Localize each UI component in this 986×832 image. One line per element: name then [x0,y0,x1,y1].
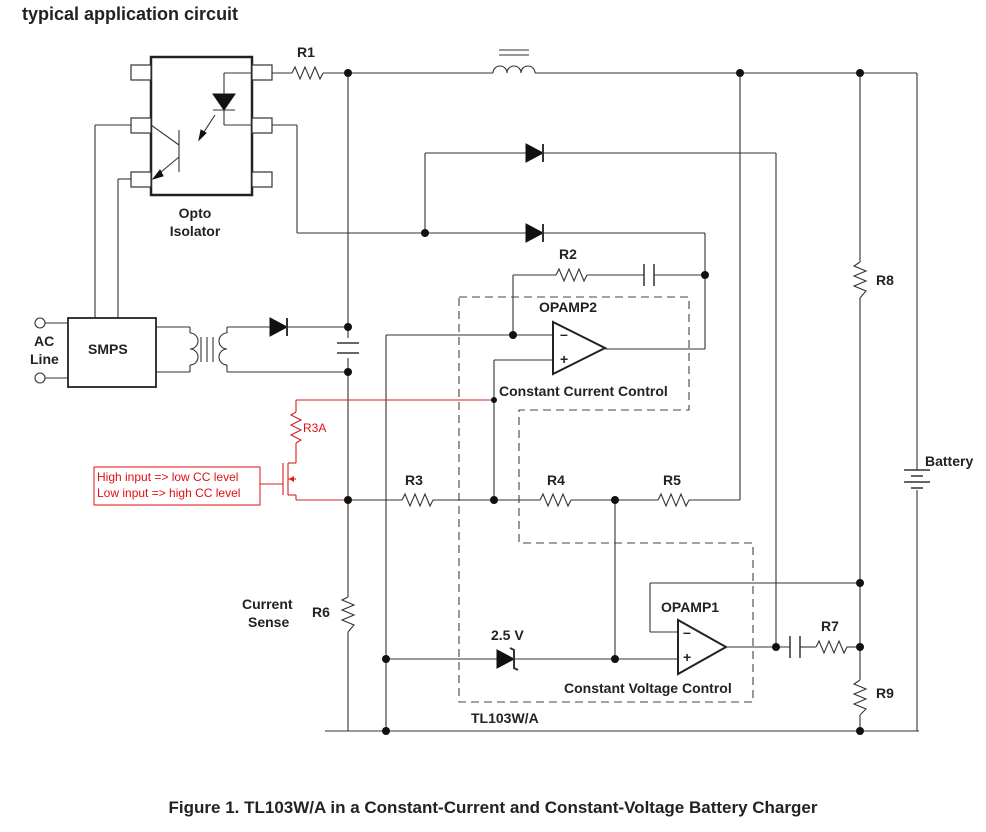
diode-upper [525,143,545,163]
r9-label: R9 [876,685,894,701]
chip-boundary [458,296,754,703]
r3-label: R3 [405,472,423,488]
chip-label: TL103W/A [471,710,539,726]
diode-rectifier [269,317,289,337]
r6-label: R6 [312,604,330,620]
opto-label-line1: Opto [179,205,212,221]
ac-terminal-top [34,317,46,329]
section-heading: typical application circuit [22,4,239,24]
junction-dots [344,69,864,735]
opamp2-plus: + [560,351,568,367]
current-sense-line1: Current [242,596,293,612]
opamp1-label: OPAMP1 [661,599,719,615]
r5-label: R5 [663,472,681,488]
resistor-r6 [340,596,356,633]
note-high-input: High input => low CC level [97,470,238,484]
cc-adjust-circuit [93,399,494,506]
wires-main [45,72,919,732]
ref-voltage-label: 2.5 V [491,627,524,643]
r8-label: R8 [876,272,894,288]
resistor-r4 [539,492,572,508]
opamp2-minus: – [560,326,568,342]
capacitor-c2 [643,264,655,286]
resistor-r5 [657,492,690,508]
battery-label: Battery [925,453,973,469]
ac-terminal-bottom [34,372,46,384]
opto-label-line2: Isolator [170,223,221,239]
r3a-label: R3A [303,421,326,435]
r2-label: R2 [559,246,577,262]
ac-label-line1: AC [34,333,54,349]
opamp1 [677,618,729,676]
note-low-input: Low input => high CC level [97,486,240,500]
capacitor-c7 [789,636,801,658]
smps-label: SMPS [88,341,128,357]
r7-label: R7 [821,618,839,634]
resistor-r7 [815,639,848,655]
figure-caption: Figure 1. TL103W/A in a Constant-Current… [168,798,818,817]
opamp1-plus: + [683,649,691,665]
circuit-diagram: Opto Isolator [30,44,973,735]
opto-isolator [130,55,273,197]
transformer [189,332,228,366]
cc-control-label: Constant Current Control [499,383,668,399]
ac-label-line2: Line [30,351,59,367]
diode-lower [525,223,545,243]
resistor-r1 [291,65,324,81]
opamp2 [552,320,608,376]
r1-label: R1 [297,44,315,60]
battery [904,469,930,489]
r4-label: R4 [547,472,565,488]
resistor-r8 [852,261,868,299]
inductor [492,49,536,74]
smps-block [67,317,157,388]
opamp2-label: OPAMP2 [539,299,597,315]
resistor-r9 [852,679,868,716]
cv-control-label: Constant Voltage Control [564,680,732,696]
voltage-reference [496,647,519,671]
resistor-r2 [555,267,588,283]
current-sense-line2: Sense [248,614,289,630]
resistor-r3 [401,492,434,508]
opamp1-minus: – [683,624,691,640]
capacitor-output [337,342,359,354]
